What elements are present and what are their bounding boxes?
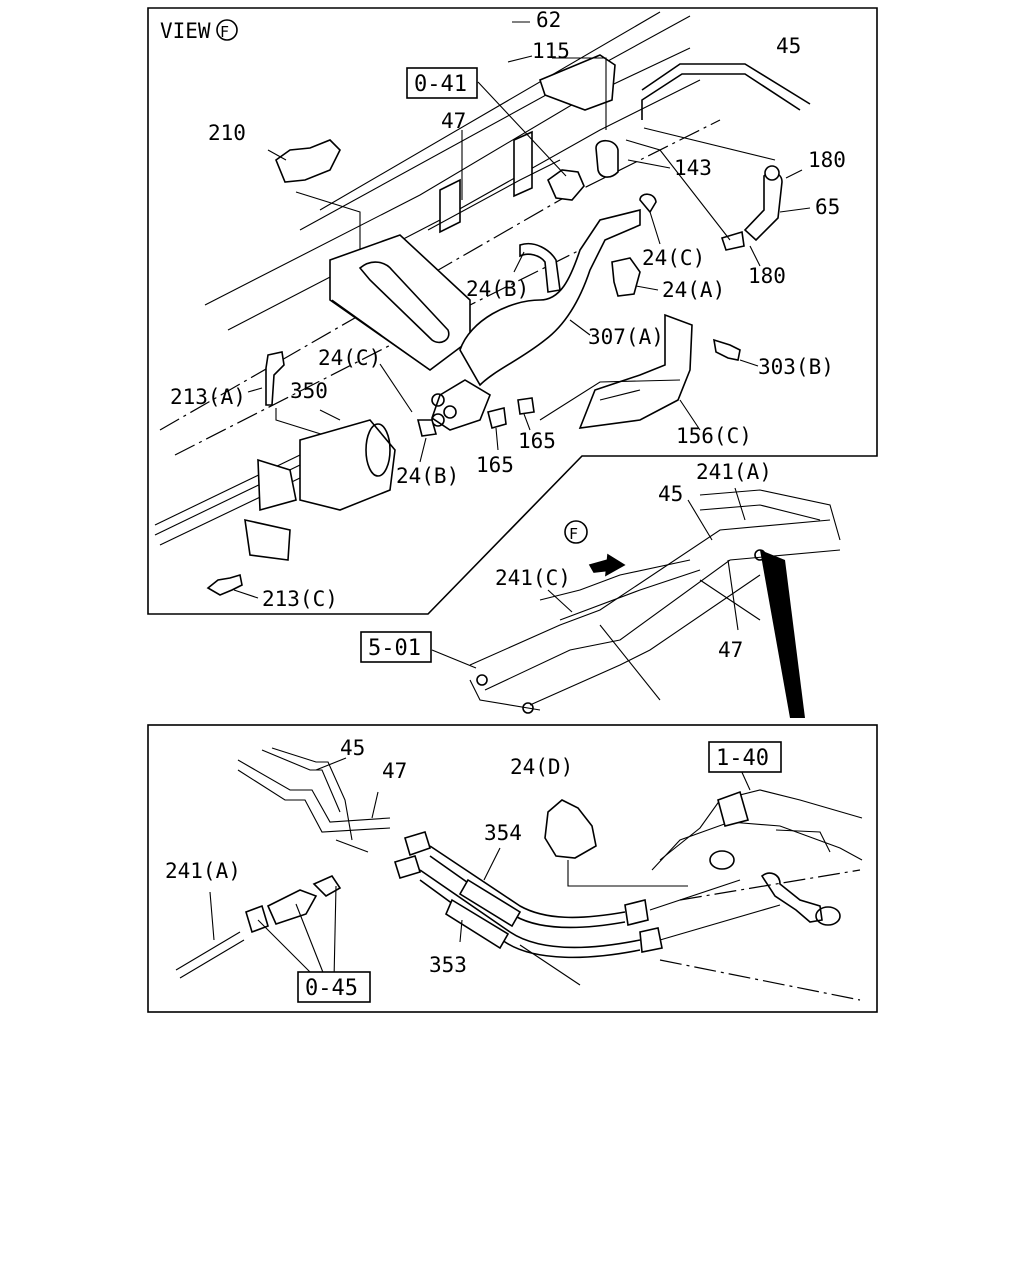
- frame-overview: [431, 487, 841, 718]
- callout-24d: 24(D): [510, 755, 573, 779]
- callout-24c-a: 24(C): [642, 246, 705, 270]
- callout-241a-bottom: 241(A): [165, 859, 241, 883]
- callout-24a: 24(A): [662, 278, 725, 302]
- callout-47-top: 47: [441, 109, 466, 133]
- callout-350: 350: [290, 379, 328, 403]
- callout-213c: 213(C): [262, 587, 338, 611]
- callout-307a: 307(A): [588, 325, 664, 349]
- callout-241a-frame: 241(A): [696, 460, 772, 484]
- bottom-panel: [147, 724, 878, 1013]
- callout-180-b: 180: [748, 264, 786, 288]
- callout-62: 62: [536, 8, 561, 32]
- callout-241c: 241(C): [495, 566, 571, 590]
- view-marker-letter: F: [569, 525, 578, 543]
- ref-box-1-40: 1-40: [716, 746, 769, 771]
- callout-24b-a: 24(B): [466, 277, 529, 301]
- callout-303b: 303(B): [758, 355, 834, 379]
- ref-box-0-41: 0-41: [414, 72, 467, 97]
- callout-47-frame: 47: [718, 638, 743, 662]
- view-f-panel: VIEW F: [147, 7, 878, 615]
- callout-24c-b: 24(C): [318, 346, 381, 370]
- callout-45-frame: 45: [658, 482, 683, 506]
- callout-354: 354: [484, 821, 522, 845]
- callout-24b-b: 24(B): [396, 464, 459, 488]
- ref-box-0-45: 0-45: [305, 976, 358, 1001]
- callout-45-top: 45: [776, 34, 801, 58]
- view-letter: F: [220, 23, 229, 41]
- callout-165-a: 165: [518, 429, 556, 453]
- callout-45-bottom: 45: [340, 736, 365, 760]
- view-title: VIEW: [160, 19, 211, 43]
- callout-353: 353: [429, 953, 467, 977]
- callout-213a: 213(A): [170, 385, 246, 409]
- callout-165-b: 165: [476, 453, 514, 477]
- callout-210: 210: [208, 121, 246, 145]
- callout-65: 65: [815, 195, 840, 219]
- callout-47-bottom: 47: [382, 759, 407, 783]
- callout-143: 143: [674, 156, 712, 180]
- callout-115: 115: [532, 39, 570, 63]
- callout-156c: 156(C): [676, 424, 752, 448]
- ref-box-5-01: 5-01: [368, 636, 421, 661]
- callout-180-a: 180: [808, 148, 846, 172]
